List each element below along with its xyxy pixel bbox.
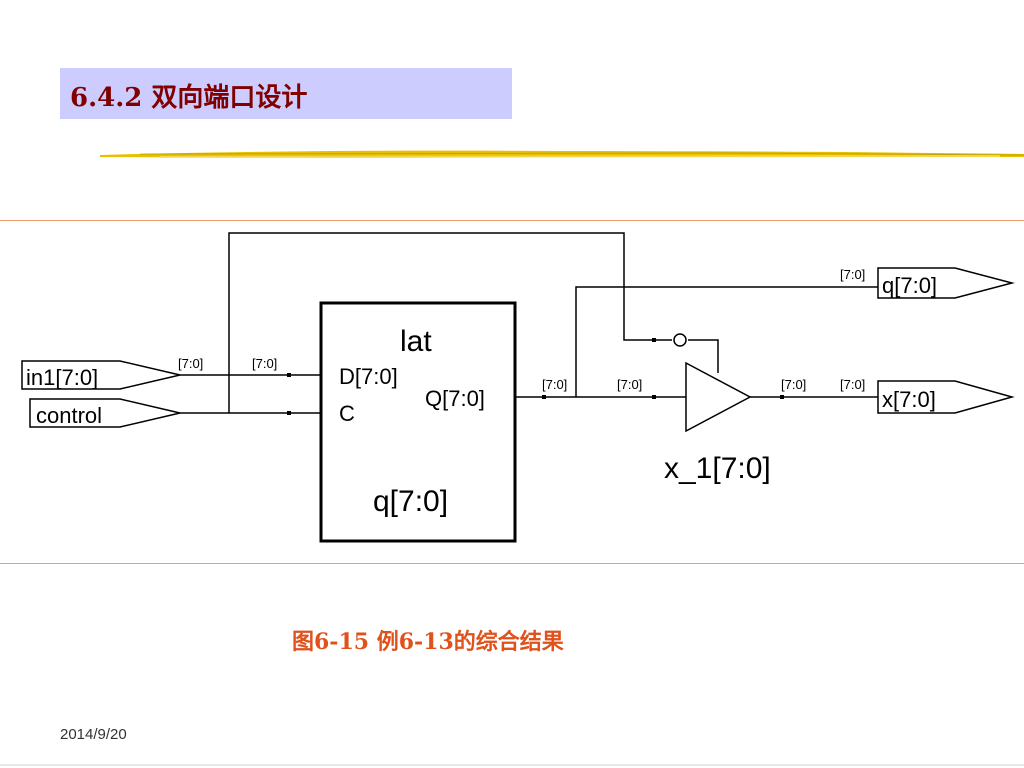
slide-title: 6.4.2 双向端口设计 [70, 83, 308, 113]
bus-label-buffer-in: [7:0] [617, 377, 642, 392]
tristate-buffer [685, 361, 752, 433]
title-banner: 6.4.2 双向端口设计 [60, 68, 512, 119]
bus-label-latch-out: [7:0] [542, 377, 567, 392]
latch-pin-q: Q[7:0] [425, 386, 485, 411]
bus-label-in1-b: [7:0] [252, 356, 277, 371]
port-q-shape [877, 267, 1015, 299]
circuit-diagram: in1[7:0] control q[7:0] x[7:0] [7:0] [7:… [21, 232, 1015, 543]
latch-pin-c: C [339, 401, 355, 426]
decorative-brush-stroke [100, 150, 1024, 158]
port-q-label: q[7:0] [882, 273, 937, 298]
port-control-shape [29, 398, 181, 428]
figure-caption: 图6-15 例6-13的综合结果 [292, 629, 564, 655]
footer-divider [0, 764, 1024, 766]
latch-block [319, 301, 517, 543]
port-x-label: x[7:0] [882, 387, 936, 412]
slide-date: 2014/9/20 [60, 726, 127, 743]
bus-label-buffer-out: [7:0] [781, 377, 806, 392]
bus-label-q-port: [7:0] [840, 267, 865, 282]
latch-pin-d: D[7:0] [339, 364, 398, 389]
port-in1-label: in1[7:0] [26, 365, 98, 390]
latch-instance-name: q[7:0] [373, 485, 448, 518]
enable-inversion-bubble [673, 333, 687, 347]
diagram-top-rule [0, 220, 1024, 221]
latch-name: lat [400, 325, 432, 358]
port-in1-shape [21, 360, 181, 390]
bus-label-in1-a: [7:0] [178, 356, 203, 371]
port-control-label: control [36, 403, 102, 428]
port-x-shape [877, 380, 1015, 414]
buffer-instance-name: x_1[7:0] [664, 452, 771, 485]
diagram-bottom-rule [0, 563, 1024, 564]
bus-label-x-port: [7:0] [840, 377, 865, 392]
